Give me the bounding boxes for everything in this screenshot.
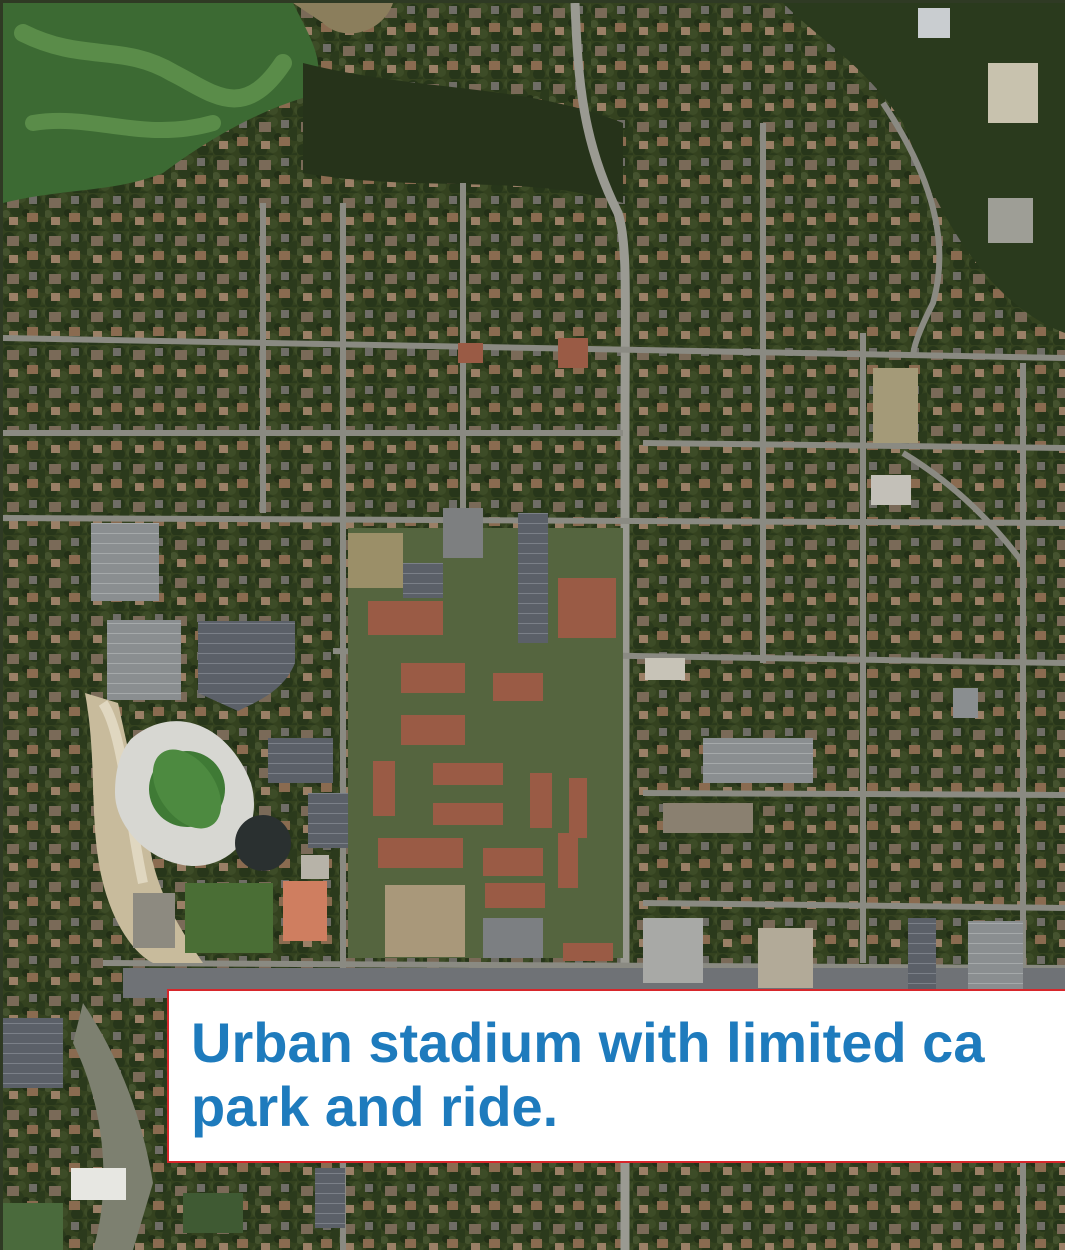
arena-dome — [235, 815, 291, 871]
arena-roof — [283, 881, 327, 941]
parking-lot — [198, 621, 295, 711]
building-roof — [71, 1168, 126, 1200]
parking-lot — [107, 620, 181, 700]
caption-box: Urban stadium with limited ca park and r… — [167, 989, 1065, 1163]
caption-text: Urban stadium with limited ca park and r… — [191, 1011, 985, 1138]
parking-lot — [91, 523, 159, 601]
football-stadium — [115, 721, 255, 867]
sports-field — [185, 883, 273, 953]
